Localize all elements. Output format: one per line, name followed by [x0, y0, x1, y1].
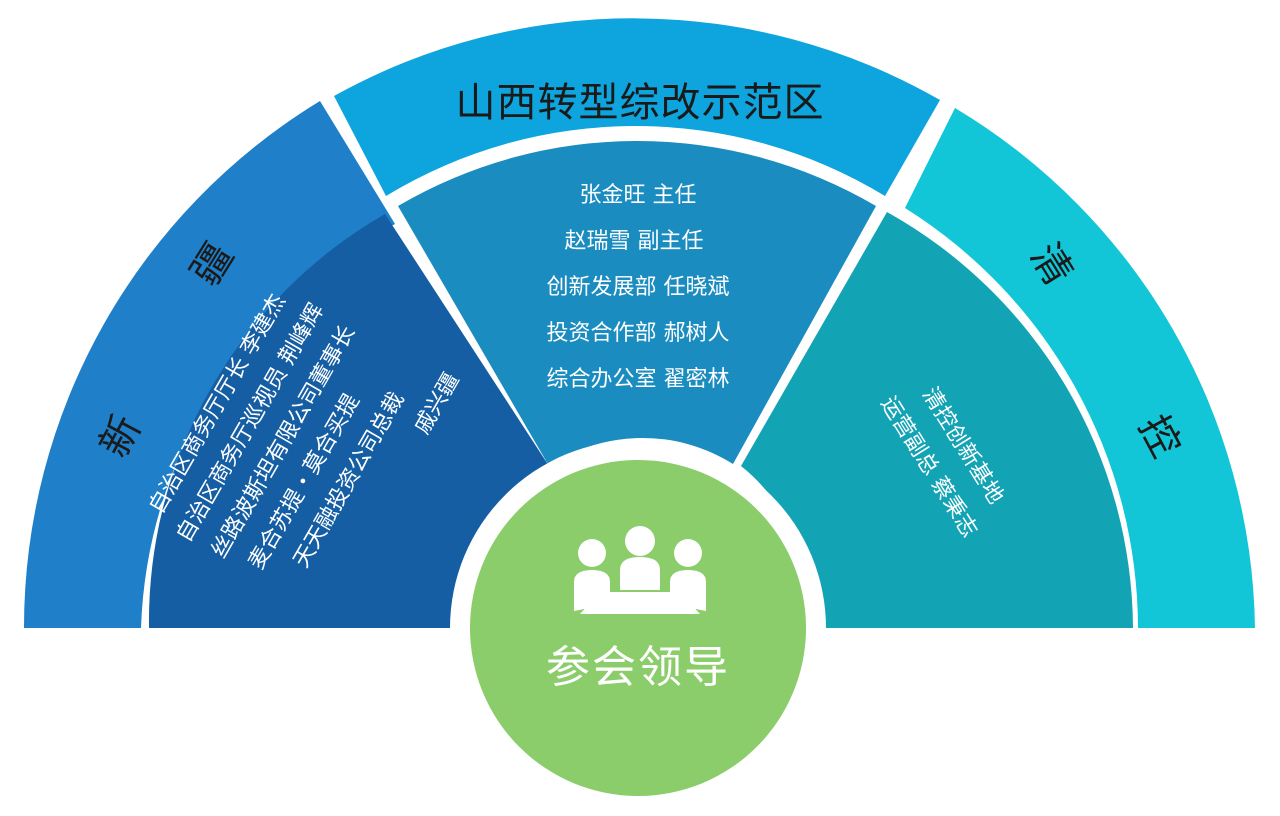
meeting-people-icon [574, 526, 706, 614]
arc-band-xinjiang [23, 101, 396, 628]
top-line-5: 综合办公室 翟密林 [547, 367, 730, 392]
wedge-left-text: 自治区商务厅厅长 李建杰 自治区商务厅巡视员 荆峰辉 丝路波斯坦有限公司董事长 … [145, 290, 465, 574]
arc-band-qingkong [905, 108, 1255, 628]
wedge-qingkong [741, 212, 1133, 628]
top-line-4: 投资合作部 郝树人 [547, 321, 730, 346]
center-circle [470, 460, 806, 796]
top-line-3: 创新发展部 任晓斌 [547, 275, 730, 300]
wedge-top-text: 张金旺 主任 赵瑞雪 副主任 创新发展部 任晓斌 投资合作部 郝树人 综合办公室… [547, 183, 730, 392]
wedge-shanxi [398, 141, 876, 466]
center-title: 参会领导 [546, 642, 730, 693]
arc-label-shanxi: 山西转型综改示范区 [456, 80, 825, 126]
wedge-xinjiang [148, 214, 550, 628]
top-line-1: 张金旺 主任 [580, 183, 697, 208]
arc-band-shanxi [334, 18, 940, 196]
top-line-2: 赵瑞雪 副主任 [565, 229, 704, 254]
